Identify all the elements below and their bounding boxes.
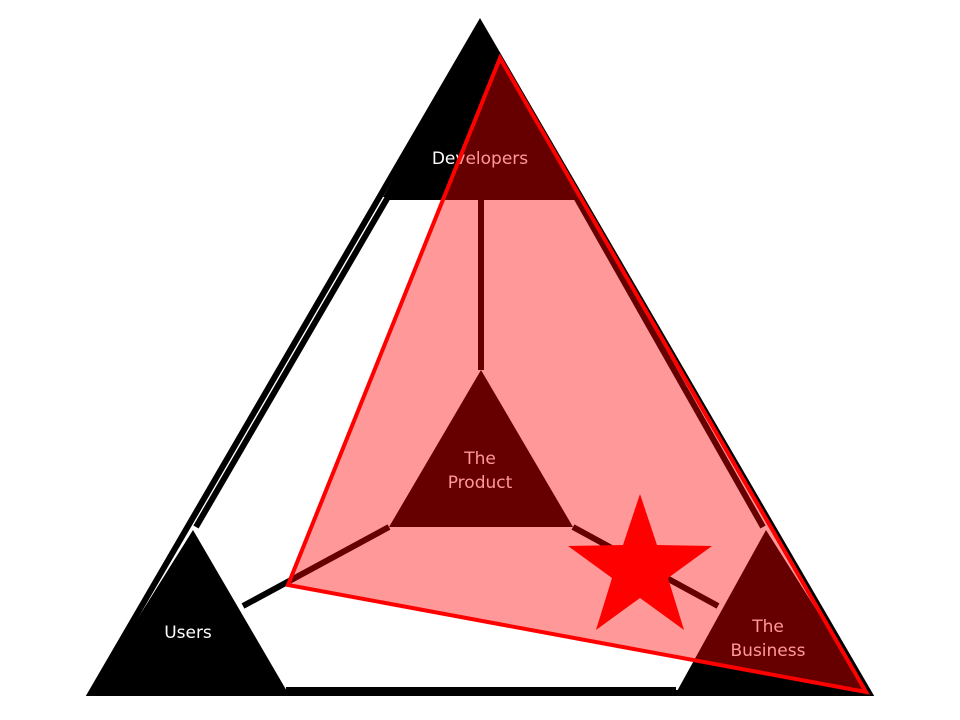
- business-label-line1: The: [751, 617, 784, 637]
- business-label-line2: Business: [731, 641, 806, 661]
- users-node: [91, 530, 288, 693]
- product-node: [389, 370, 573, 527]
- highlight-overlay: [285, 53, 870, 695]
- users-label: Users: [164, 623, 212, 643]
- connector-users: [241, 524, 391, 609]
- star-icon: [568, 494, 712, 630]
- business-node: [676, 530, 869, 693]
- product-label-line2: Product: [448, 473, 513, 493]
- product-label-line1: The: [463, 449, 496, 469]
